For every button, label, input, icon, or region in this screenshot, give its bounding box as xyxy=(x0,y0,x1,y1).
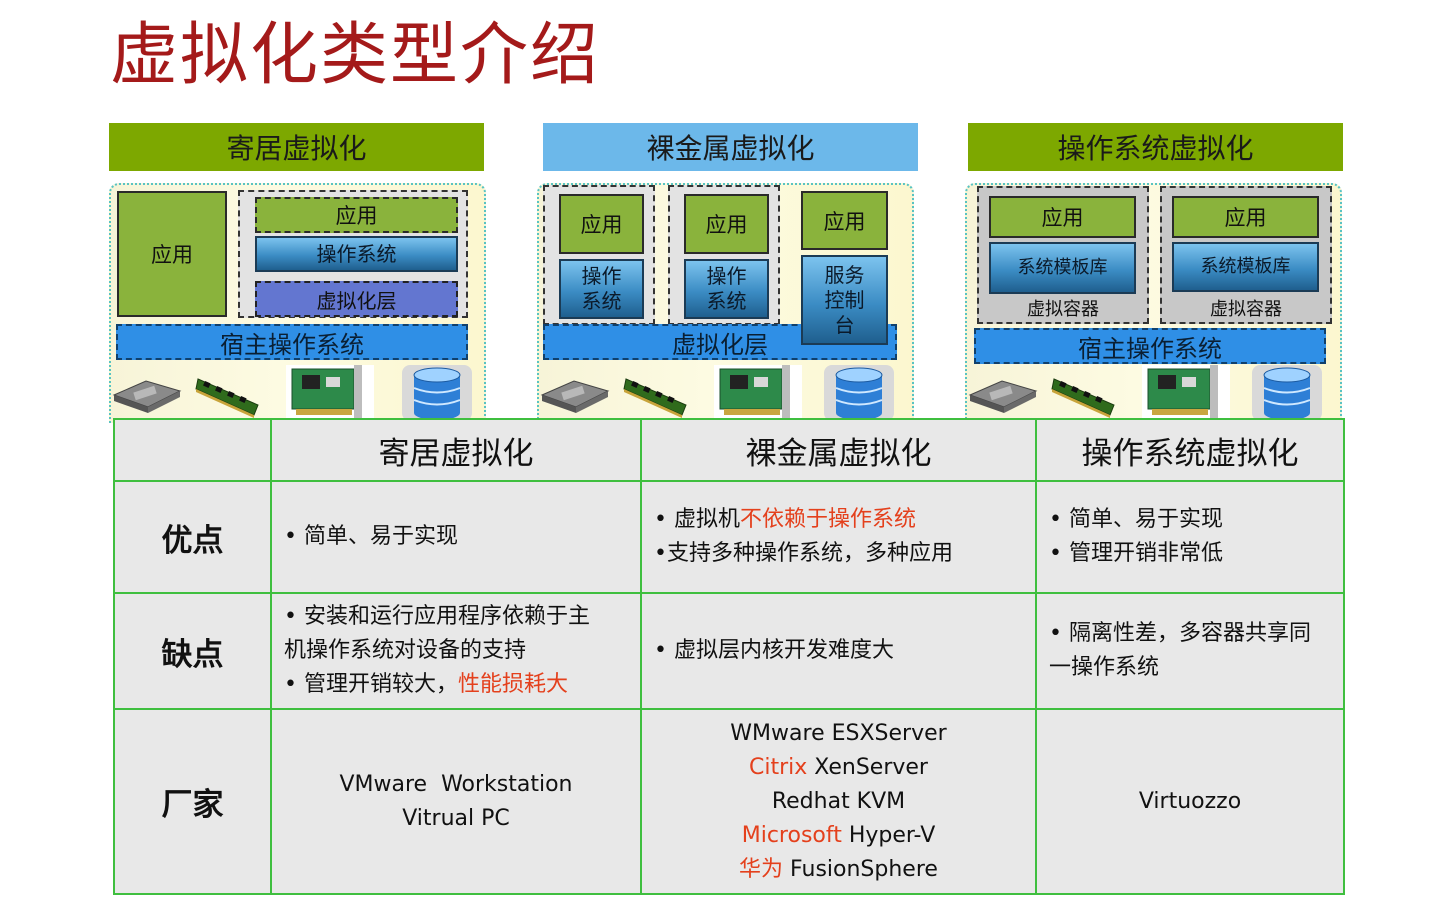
hosted-virtualization-layer: 虚拟化层 xyxy=(255,281,458,317)
cell-text: Vitrual PC xyxy=(402,805,510,831)
cell-text: Microsoft Hyper-V xyxy=(654,819,1023,853)
table-corner-cell xyxy=(113,418,272,482)
table-row-pros: 优点 • 简单、易于实现 • 虚拟机不依赖于操作系统 •支持多种操作系统，多种应… xyxy=(113,480,1345,594)
bare-metal-service-console: 服务 控制 台 xyxy=(801,255,888,345)
column-header-bare-metal: 裸金属虚拟化 xyxy=(640,418,1037,482)
cell-text: • 管理开销非常低 xyxy=(1049,541,1223,566)
hosted-host-os-bar: 宿主操作系统 xyxy=(116,324,468,360)
cell-text-rest: FusionSphere xyxy=(783,856,938,882)
highlight-text: 华为 xyxy=(739,856,784,882)
hosted-app-block: 应用 xyxy=(117,191,227,317)
table-row-cons: 缺点 • 安装和运行应用程序依赖于主 机操作系统对设备的支持 • 管理开销较大，… xyxy=(113,592,1345,710)
os-container-2-app: 应用 xyxy=(1172,196,1319,238)
database-icon xyxy=(824,365,894,421)
table-row-vendors: 厂家 VMware Workstation Vitrual PC WMware … xyxy=(113,708,1345,895)
row-label-vendors: 厂家 xyxy=(113,708,272,895)
cell-pros-hosted: • 简单、易于实现 xyxy=(270,480,642,594)
page-title: 虚拟化类型介绍 xyxy=(110,16,601,95)
cell-text-prefix: • 管理开销较大， xyxy=(284,672,458,697)
cell-text: Citrix XenServer xyxy=(654,751,1023,785)
column-header-os-level: 操作系统虚拟化 xyxy=(1035,418,1345,482)
highlight-text: Microsoft xyxy=(741,822,842,848)
column-header-hosted: 寄居虚拟化 xyxy=(270,418,642,482)
cell-vendors-hosted: VMware Workstation Vitrual PC xyxy=(270,708,642,895)
cell-pros-bare-metal: • 虚拟机不依赖于操作系统 •支持多种操作系统，多种应用 xyxy=(640,480,1037,594)
cpu-icon xyxy=(112,380,182,413)
cell-text: • 虚拟层内核开发难度大 xyxy=(654,638,894,663)
highlight-text: Citrix xyxy=(749,754,808,780)
bare-metal-hardware-row xyxy=(540,365,894,421)
memory-icon xyxy=(623,378,687,418)
cell-cons-bare-metal: • 虚拟层内核开发难度大 xyxy=(640,592,1037,710)
cell-text: VMware Workstation xyxy=(339,771,573,797)
comparison-table: 寄居虚拟化 裸金属虚拟化 操作系统虚拟化 优点 • 简单、易于实现 • 虚拟机不… xyxy=(113,418,1345,895)
highlight-text: 性能损耗大 xyxy=(457,672,568,697)
cell-text: WMware ESXServer xyxy=(730,720,947,746)
cell-text: • 管理开销较大，性能损耗大 xyxy=(284,668,628,702)
bare-metal-virtualization-header: 裸金属虚拟化 xyxy=(543,123,918,171)
os-virtualization-header: 操作系统虚拟化 xyxy=(968,123,1343,171)
os-container-1-app: 应用 xyxy=(989,196,1136,238)
database-icon xyxy=(1252,365,1322,421)
os-hardware-row xyxy=(968,365,1322,421)
cell-text: • 简单、易于实现 xyxy=(1049,507,1223,532)
os-container-2-template-library: 系统模板库 xyxy=(1172,242,1319,292)
hosted-guest-os: 操作系统 xyxy=(255,236,458,272)
cell-cons-hosted: • 安装和运行应用程序依赖于主 机操作系统对设备的支持 • 管理开销较大，性能损… xyxy=(270,592,642,710)
bare-metal-console-app: 应用 xyxy=(801,191,888,250)
row-label-pros: 优点 xyxy=(113,480,272,594)
bare-metal-vm2-app: 应用 xyxy=(684,194,769,254)
cell-text: Redhat KVM xyxy=(771,788,906,814)
cell-text-prefix: • 虚拟机 xyxy=(654,507,740,532)
cell-text: Virtuozzo xyxy=(1138,788,1242,814)
os-container-2-label: 虚拟容器 xyxy=(1210,299,1282,320)
cell-text: • 虚拟机不依赖于操作系统 xyxy=(654,503,1023,537)
os-host-os-bar: 宿主操作系统 xyxy=(974,328,1326,364)
network-card-icon xyxy=(286,365,374,419)
network-card-icon xyxy=(1142,365,1230,419)
cell-pros-os-level: • 简单、易于实现 • 管理开销非常低 xyxy=(1035,480,1345,594)
cell-text-rest: XenServer xyxy=(807,754,928,780)
cell-text: • 隔离性差，多容器共享同 xyxy=(1049,621,1311,646)
cell-text: •支持多种操作系统，多种应用 xyxy=(654,541,953,566)
cell-text: 机操作系统对设备的支持 xyxy=(284,638,527,663)
database-icon xyxy=(402,365,472,421)
hosted-hardware-row xyxy=(112,365,472,421)
hosted-virtualization-header: 寄居虚拟化 xyxy=(109,123,484,171)
os-container-1-template-library: 系统模板库 xyxy=(989,242,1136,294)
cpu-icon xyxy=(540,380,610,413)
bare-metal-vm1-os: 操作 系统 xyxy=(559,259,644,319)
highlight-text: 不依赖于操作系统 xyxy=(739,507,916,532)
memory-icon xyxy=(195,378,259,418)
row-label-cons: 缺点 xyxy=(113,592,272,710)
bare-metal-vm1-app: 应用 xyxy=(559,194,644,254)
os-container-1-label: 虚拟容器 xyxy=(1027,299,1099,320)
cell-text: 华为 FusionSphere xyxy=(654,853,1023,887)
table-header-row: 寄居虚拟化 裸金属虚拟化 操作系统虚拟化 xyxy=(113,418,1345,482)
hosted-guest-app: 应用 xyxy=(255,197,458,233)
network-card-icon xyxy=(714,365,802,419)
cell-text-rest: Hyper-V xyxy=(841,822,936,848)
cell-vendors-bare-metal: WMware ESXServer Citrix XenServer Redhat… xyxy=(640,708,1037,895)
cell-text: • 简单、易于实现 xyxy=(284,524,458,549)
cpu-icon xyxy=(968,380,1038,413)
bare-metal-vm2-os: 操作 系统 xyxy=(684,259,769,319)
cell-vendors-os-level: Virtuozzo xyxy=(1035,708,1345,895)
cell-text: • 安装和运行应用程序依赖于主 xyxy=(284,604,590,629)
cell-cons-os-level: • 隔离性差，多容器共享同 一操作系统 xyxy=(1035,592,1345,710)
memory-icon xyxy=(1051,378,1115,418)
cell-text: 一操作系统 xyxy=(1049,655,1160,680)
